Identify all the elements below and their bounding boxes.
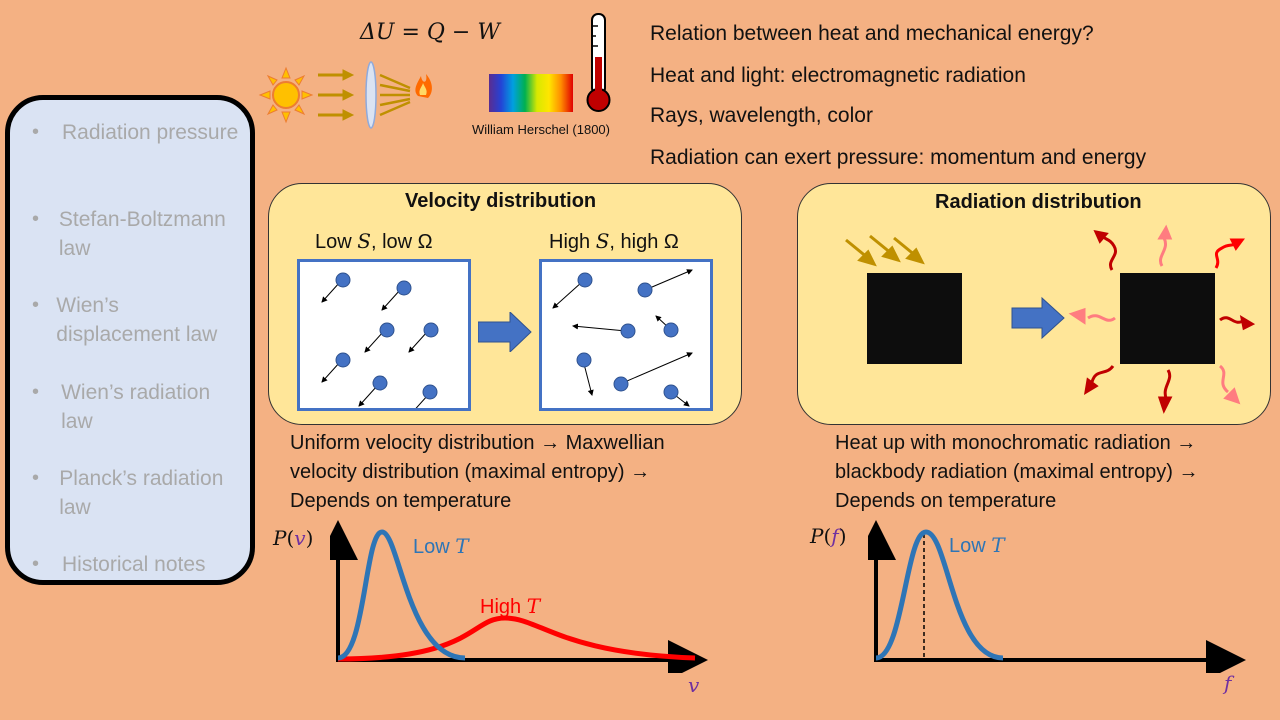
temperature-symbol: T [455, 534, 469, 558]
velocity-high-t-label: High T [480, 594, 540, 619]
sidebar-item-label: Planck’s radiation law [59, 467, 224, 519]
y-label-var: f [831, 524, 839, 548]
sidebar-item-wien-radiation[interactable]: • Wien’s radiation law [32, 378, 242, 436]
velocity-plot-x-label: v [688, 673, 700, 697]
low-entropy-particles [321, 272, 439, 416]
y-label-var: v [294, 526, 306, 550]
bullet: • [32, 294, 40, 316]
omega-symbol: Ω [417, 231, 433, 253]
low-entropy-gas-box [297, 259, 471, 416]
label-text: Low [315, 231, 358, 253]
y-label-p: P [273, 526, 287, 550]
equation-lhs: ΔU [360, 20, 395, 45]
sidebar-item-label: Wien’s displacement law [56, 294, 218, 346]
bullet: • [32, 121, 40, 143]
frequency-distribution-plot [868, 520, 1246, 673]
top-line-3: Rays, wavelength, color [650, 104, 873, 127]
bullet: • [32, 553, 40, 575]
label-text: High [480, 596, 527, 618]
y-label-p: P [810, 524, 824, 548]
blackbody-illustration [845, 224, 1256, 414]
sidebar-item-label: Wien’s radiation law [61, 381, 211, 433]
sun-lens-illustration [258, 61, 432, 129]
velocity-distribution-plot [330, 520, 708, 673]
fire-icon [415, 74, 432, 98]
incoming-ray-arrows [845, 234, 925, 267]
y-label-paren: ) [838, 524, 847, 548]
temperature-symbol: T [526, 594, 541, 618]
equation-minus: − [451, 20, 471, 45]
emitted-wavy-arrows [1068, 224, 1256, 414]
sidebar-item-wien-displacement[interactable]: • Wien’s displacement law [32, 291, 242, 349]
sidebar-item-historical-notes[interactable]: • Historical notes [32, 550, 242, 579]
low-temperature-curve [337, 529, 466, 661]
first-law-equation: ΔU = Q − W [360, 20, 500, 45]
label-text: Low [949, 535, 992, 557]
y-label-paren: ( [286, 526, 295, 550]
entropy-symbol: S [595, 229, 610, 253]
high-entropy-gas-box [539, 259, 713, 411]
equation-q: Q [426, 20, 445, 45]
spectrum-bar [489, 74, 573, 112]
bullet: • [32, 208, 40, 230]
high-entropy-label: High S, high Ω [549, 229, 679, 254]
y-label-paren: ( [823, 524, 832, 548]
bullet: • [32, 381, 40, 403]
sidebar-item-label: Radiation pressure [62, 121, 239, 144]
sidebar-item-radiation-pressure[interactable]: • Radiation pressure [32, 118, 242, 147]
sidebar-item-planck[interactable]: • Planck’s radiation law [32, 464, 242, 522]
description-line: Depends on temperature [290, 490, 512, 512]
radiation-description: Heat up with monochromatic radiation → b… [835, 429, 1199, 516]
focused-ray-arrows [379, 73, 411, 117]
label-text: , high [609, 231, 664, 253]
frequency-plot-y-label: P(f) [810, 524, 847, 549]
thermometer-icon [586, 13, 611, 112]
label-text: Low [413, 536, 456, 558]
description-line: Heat up with monochromatic radiation → [835, 432, 1197, 454]
sidebar-outline: • Radiation pressure • Stefan-Boltzmann … [5, 95, 255, 585]
frequency-low-t-label: Low T [949, 533, 1005, 558]
description-line: velocity distribution (maximal entropy) … [290, 461, 651, 483]
low-temperature-curve [875, 529, 1004, 661]
sidebar-item-stefan-boltzmann[interactable]: • Stefan-Boltzmann law [32, 205, 242, 263]
description-line: Depends on temperature [835, 490, 1057, 512]
lens-icon [365, 61, 377, 129]
label-text: , low [370, 231, 418, 253]
hot-blackbody-square [1120, 273, 1215, 364]
low-entropy-label: Low S, low Ω [315, 229, 433, 254]
sidebar-item-label: Stefan-Boltzmann law [58, 208, 226, 260]
bullet: • [32, 467, 40, 489]
temperature-symbol: T [991, 533, 1005, 557]
description-line: blackbody radiation (maximal entropy) → [835, 461, 1199, 483]
description-line: Uniform velocity distribution → Maxwelli… [290, 432, 665, 454]
velocity-panel-title: Velocity distribution [405, 190, 597, 212]
top-line-2: Heat and light: electromagnetic radiatio… [650, 64, 1026, 87]
frequency-plot-x-label: f [1224, 671, 1232, 695]
herschel-caption: William Herschel (1800) [472, 122, 610, 137]
high-entropy-particles [552, 269, 693, 407]
transition-arrow-icon [478, 312, 532, 352]
velocity-description: Uniform velocity distribution → Maxwelli… [290, 429, 665, 516]
cold-blackbody-square [867, 273, 962, 364]
equation-equals: = [401, 20, 420, 45]
ray-arrows [318, 69, 355, 121]
label-text: High [549, 231, 596, 253]
top-line-4: Radiation can exert pressure: momentum a… [650, 146, 1147, 169]
radiation-panel-title: Radiation distribution [935, 191, 1142, 213]
omega-symbol: Ω [663, 231, 679, 253]
velocity-plot-y-label: P(v) [273, 526, 313, 551]
high-temperature-curve [337, 615, 696, 662]
equation-w: W [477, 20, 500, 45]
y-label-paren: ) [305, 526, 314, 550]
top-line-1: Relation between heat and mechanical ene… [650, 22, 1094, 45]
sidebar-item-label: Historical notes [62, 553, 206, 576]
heating-arrow-icon [1011, 296, 1065, 340]
entropy-symbol: S [357, 229, 371, 253]
velocity-low-t-label: Low T [413, 534, 469, 559]
sun-icon [258, 66, 314, 124]
